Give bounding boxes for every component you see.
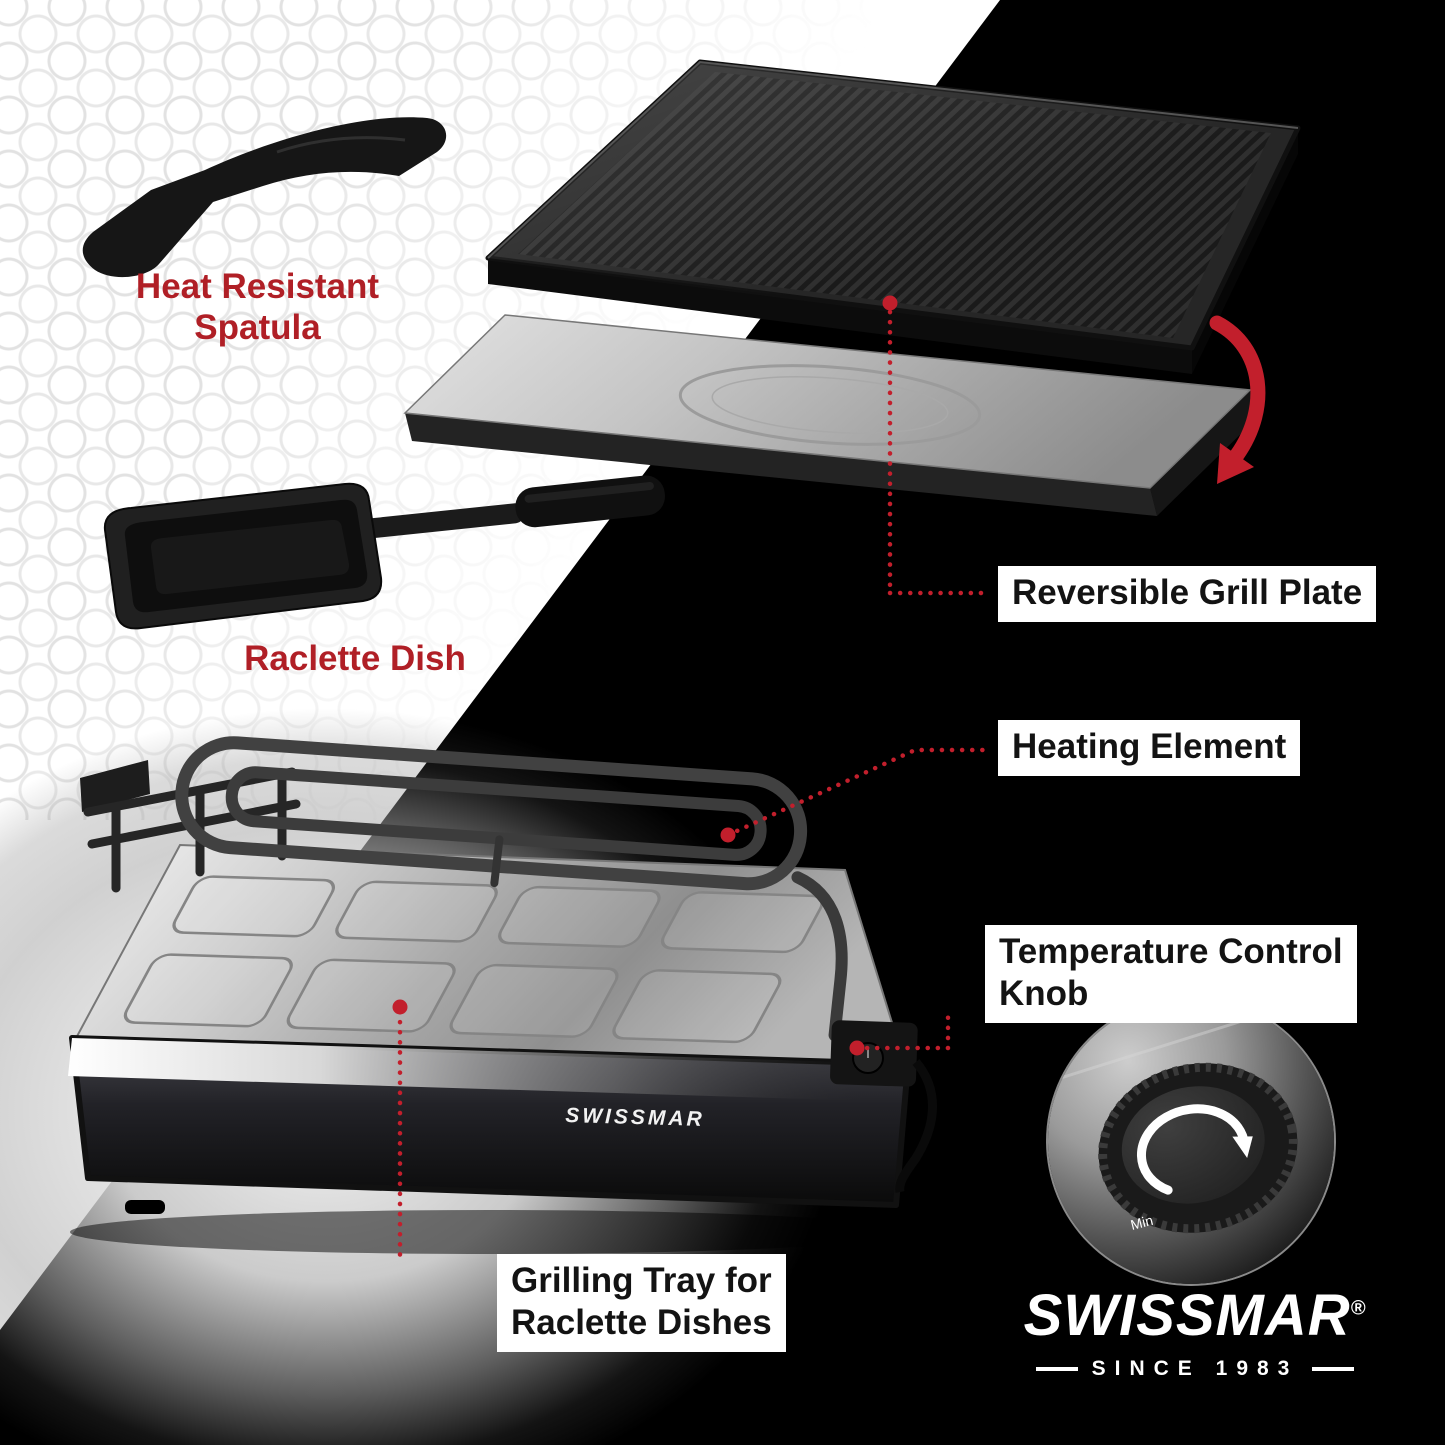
knob-inset-drawing: Min xyxy=(1048,1014,1298,1234)
base-shadow xyxy=(70,1210,910,1254)
grill-plate-image xyxy=(403,59,1301,516)
knob-min-label: Min xyxy=(1129,1212,1155,1233)
logo-brand-row: SWISSMAR® xyxy=(995,1282,1395,1349)
base-body xyxy=(68,1035,911,1232)
spatula-label: Heat Resistant Spatula xyxy=(100,266,415,349)
grilling-tray-label-line2: Raclette Dishes xyxy=(511,1303,772,1342)
grill-plate-ribbed-side xyxy=(485,59,1301,374)
temp-knob-label-line1: Temperature Control xyxy=(999,932,1343,971)
power-cord xyxy=(895,1059,937,1193)
spatula-image xyxy=(82,117,447,278)
logo-line-right xyxy=(1312,1367,1355,1371)
raclette-dish-image xyxy=(103,475,665,630)
flip-arrow-icon xyxy=(1209,315,1266,484)
spatula-label-line1: Heat Resistant xyxy=(135,267,380,306)
spatula-label-line2: Spatula xyxy=(194,308,321,348)
knob-inset-image: Min xyxy=(1048,998,1334,1284)
grilling-tray-label-line1: Grilling Tray for xyxy=(511,1261,772,1300)
logo-registered-mark: ® xyxy=(1350,1297,1367,1320)
logo-brand-text: SWISSMAR xyxy=(1023,1283,1351,1348)
raclette-dish-handle xyxy=(364,475,665,539)
swissmar-logo: SWISSMAR® SINCE 1983 xyxy=(995,1282,1395,1381)
heating-element-label: Heating Element xyxy=(998,720,1301,776)
logo-tagline-text: SINCE 1983 xyxy=(1091,1357,1299,1380)
raclette-dish-pan xyxy=(103,482,383,630)
logo-tagline-row: SINCE 1983 xyxy=(995,1357,1395,1381)
grilling-tray-label: Grilling Tray for Raclette Dishes xyxy=(497,1254,786,1352)
grill-plate-label: Reversible Grill Plate xyxy=(998,566,1377,622)
grill-plate-flat-side xyxy=(403,314,1257,516)
temp-knob-label-line2: Knob xyxy=(999,974,1089,1013)
raclette-dish-label: Raclette Dish xyxy=(244,639,466,678)
logo-line-left xyxy=(1035,1367,1078,1371)
temp-knob-label: Temperature Control Knob xyxy=(985,925,1357,1023)
grilling-tray xyxy=(73,843,907,1067)
grill-base-image xyxy=(68,736,937,1254)
